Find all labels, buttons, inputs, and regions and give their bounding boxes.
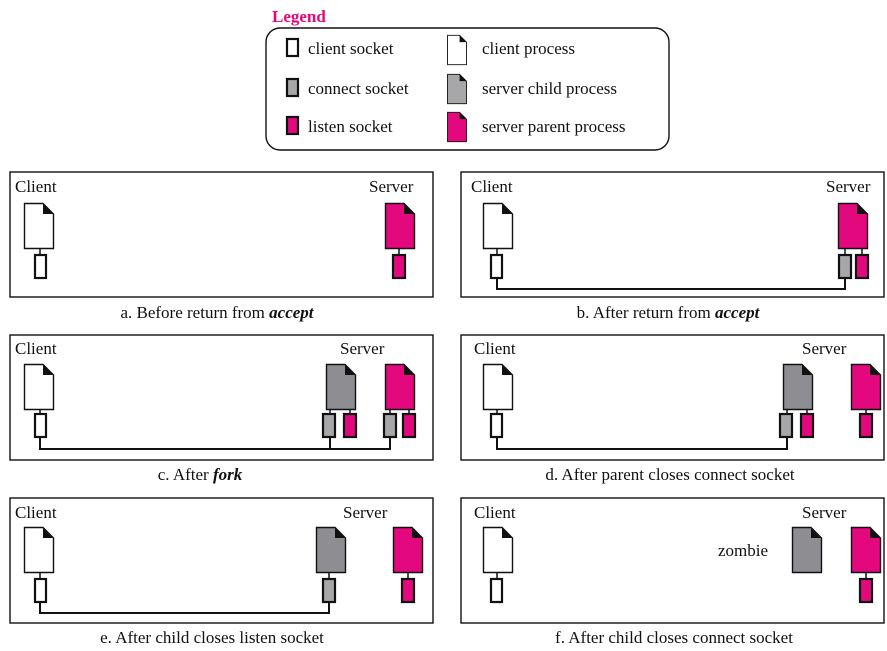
client-socket-icon [285, 37, 300, 58]
connect-socket-icon [285, 77, 300, 98]
legend-label-client-socket: client socket [308, 39, 394, 58]
panel-b: Client Server b. After return from accep… [460, 171, 885, 322]
listen-socket [400, 577, 416, 604]
listen-socket [342, 412, 358, 439]
panel-a-server-label: Server [369, 177, 414, 196]
panel-c-client-label: Client [15, 339, 57, 358]
panel-a-caption: a. Before return from accept [120, 303, 314, 322]
client-socket [33, 577, 48, 604]
panel-e-caption: e. After child closes listen socket [100, 628, 324, 647]
listen-socket-icon [285, 115, 300, 136]
server-child-process-icon [782, 363, 814, 411]
legend-label-connect-socket: connect socket [308, 79, 409, 98]
panel-e-client-label: Client [15, 503, 57, 522]
connection-line [39, 437, 391, 450]
panel-e-server-label: Server [343, 503, 388, 522]
zombie-label: zombie [718, 541, 768, 560]
listen-socket [391, 253, 407, 280]
client-process-icon [23, 202, 55, 250]
connection-line [496, 437, 788, 450]
legend: Legend client socket connect socket list… [265, 7, 670, 151]
server-child-process-icon [447, 73, 467, 105]
legend-box [265, 27, 670, 151]
server-child-process-icon [325, 363, 357, 411]
connect-socket [837, 253, 853, 280]
client-socket [33, 253, 48, 280]
server-parent-process-icon [850, 363, 882, 411]
panel-a-frame [9, 171, 434, 298]
server-parent-process-icon [837, 202, 869, 250]
client-process-icon [482, 202, 514, 250]
legend-label-client-process: client process [482, 39, 575, 58]
panel-b-server-label: Server [826, 177, 871, 196]
server-parent-process-icon [447, 111, 467, 143]
panel-d: Client Server d. After parent closes con… [460, 334, 885, 484]
listen-socket [799, 412, 815, 439]
connect-socket [778, 412, 794, 439]
panel-e: Client Server e. After child closes list… [9, 497, 434, 647]
client-socket [489, 577, 504, 604]
panel-c-server-label: Server [340, 339, 385, 358]
panel-d-client-label: Client [474, 339, 516, 358]
client-socket [489, 412, 504, 439]
listen-socket [854, 253, 870, 280]
connection-line [39, 602, 330, 614]
server-parent-process-icon [850, 526, 882, 574]
panel-c-frame [9, 334, 434, 461]
server-parent-process-icon [384, 363, 416, 411]
client-process-icon [482, 526, 514, 574]
client-process-icon [23, 526, 55, 574]
client-socket [489, 253, 504, 280]
panel-d-caption: d. After parent closes connect socket [545, 465, 795, 484]
zombie-process-icon [791, 526, 823, 574]
panel-b-frame [460, 171, 885, 298]
panel-e-frame [9, 497, 434, 624]
panel-c-caption: c. After fork [158, 465, 243, 484]
legend-label-server-child-process: server child process [482, 79, 617, 98]
connect-socket [321, 412, 337, 439]
client-socket [33, 412, 48, 439]
legend-label-server-parent-process: server parent process [482, 117, 626, 136]
listen-socket [401, 412, 417, 439]
panel-f: Client Server zombie f. After child clos… [460, 497, 885, 647]
panel-c: Client Server c. After fork [9, 334, 434, 484]
panel-d-server-label: Server [802, 339, 847, 358]
server-parent-process-icon [384, 202, 416, 250]
listen-socket [858, 412, 874, 439]
panel-d-frame [460, 334, 885, 461]
connect-socket [321, 577, 337, 604]
client-process-icon [447, 34, 467, 66]
panel-f-client-label: Client [474, 503, 516, 522]
panel-a-client-label: Client [15, 177, 57, 196]
server-child-process-icon [315, 526, 347, 574]
listen-socket [858, 577, 874, 604]
panel-b-caption: b. After return from accept [577, 303, 761, 322]
legend-title: Legend [272, 7, 326, 26]
client-process-icon [482, 363, 514, 411]
panel-f-server-label: Server [802, 503, 847, 522]
client-process-icon [23, 363, 55, 411]
panel-b-client-label: Client [471, 177, 513, 196]
connect-socket [382, 412, 398, 439]
legend-label-listen-socket: listen socket [308, 117, 393, 136]
panel-a: Client Server a. Before return from acce… [9, 171, 434, 322]
server-parent-process-icon [392, 526, 424, 574]
connection-line [496, 278, 846, 290]
panel-f-caption: f. After child closes connect socket [555, 628, 793, 647]
